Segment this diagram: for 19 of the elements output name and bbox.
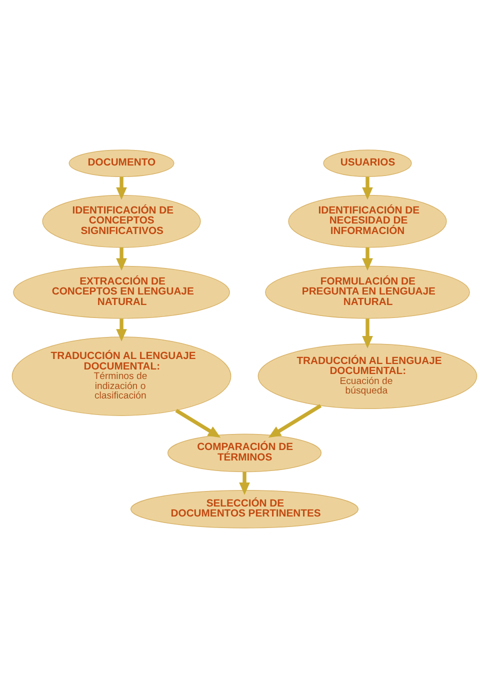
node-ellipse: COMPARACIÓN DE TÉRMINOS: [166, 434, 322, 472]
node-ellipse: TRADUCCIÓN AL LENGUAJE DOCUMENTAL: Términos de indización o clasificación: [11, 336, 231, 416]
node-ellipse: SELECCIÓN DE DOCUMENTOS PERTINENTES: [130, 490, 358, 528]
arrow: [362, 176, 372, 200]
arrow: [268, 404, 322, 438]
arrow: [238, 472, 250, 495]
node-ellipse: IDENTIFICACIÓN DE CONCEPTOS SIGNIFICATIVOS: [42, 194, 200, 248]
arrow: [116, 318, 126, 342]
arrow: [362, 248, 372, 271]
node-ellipse: TRADUCCIÓN AL LENGUAJE DOCUMENTAL: Ecuación de búsqueda: [257, 344, 477, 409]
node-ellipse: IDENTIFICACIÓN DE NECESIDAD DE INFORMACIÓN: [288, 194, 446, 248]
arrow: [362, 318, 372, 348]
arrow: [116, 176, 126, 200]
node-ellipse: EXTRACCIÓN DE CONCEPTOS EN LENGUAJE NATURAL: [12, 266, 230, 319]
arrow: [116, 248, 126, 271]
arrow: [174, 408, 220, 438]
node-ellipse: USUARIOS: [322, 150, 412, 177]
node-ellipse: FORMULACIÓN DE PREGUNTA EN LENGUAJE NATURAL: [264, 266, 470, 319]
node-ellipse: DOCUMENTO: [68, 150, 174, 177]
